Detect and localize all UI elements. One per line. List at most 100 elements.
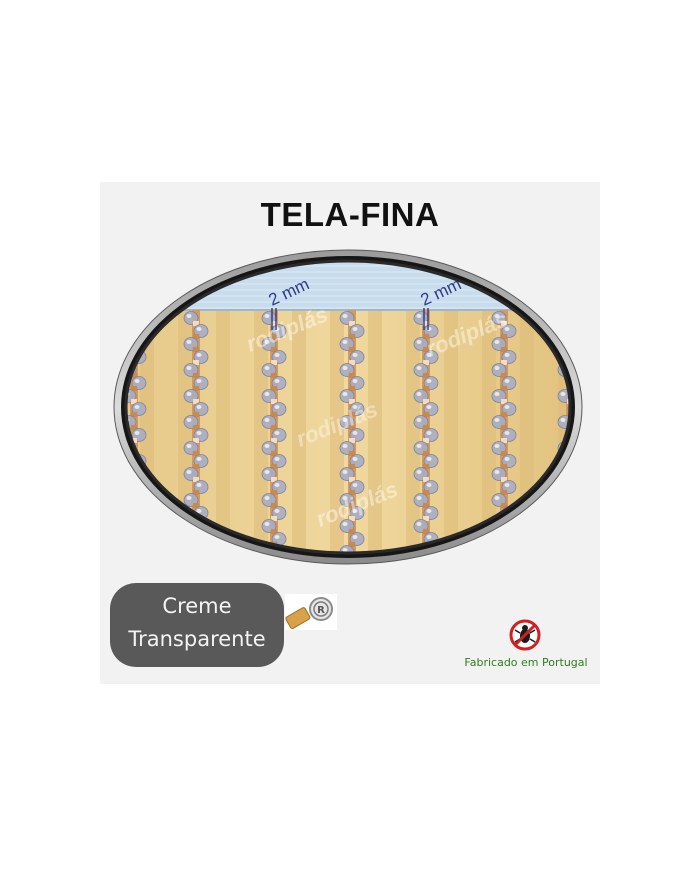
strand-chip xyxy=(349,477,355,482)
page-title: TELA-FINA xyxy=(260,196,440,233)
bead-highlight xyxy=(494,392,500,396)
strand-chip xyxy=(131,477,137,482)
curtain-band xyxy=(406,261,420,553)
bead-highlight xyxy=(264,366,270,370)
strand-chip xyxy=(349,490,355,495)
bead xyxy=(126,545,137,553)
bead-strand xyxy=(261,310,287,553)
measure-marker-left xyxy=(271,308,277,330)
strand-chip xyxy=(349,347,355,352)
strand-chip xyxy=(131,568,137,573)
strand-chip xyxy=(423,438,429,443)
bead-highlight xyxy=(134,405,140,409)
strand-chip xyxy=(423,490,429,495)
strand-chip xyxy=(423,503,429,508)
strand-chip xyxy=(193,321,199,326)
bead-highlight xyxy=(264,444,270,448)
bead-highlight xyxy=(135,561,140,565)
strand-chip xyxy=(567,516,570,521)
bead-highlight xyxy=(352,327,358,331)
bead-highlight xyxy=(126,522,130,526)
strand-chip xyxy=(193,555,199,560)
strand-chip xyxy=(131,321,137,326)
curtain-band xyxy=(254,261,268,553)
bead-highlight xyxy=(560,496,566,500)
strand-chip xyxy=(193,503,199,508)
bead xyxy=(557,519,570,533)
bead-highlight xyxy=(426,353,432,357)
strand-chip xyxy=(271,425,277,430)
bead-highlight xyxy=(416,392,422,396)
bead-highlight xyxy=(342,418,348,422)
bead-highlight xyxy=(342,444,348,448)
strand-chip xyxy=(131,503,137,508)
bead-highlight xyxy=(426,431,432,435)
bead-highlight xyxy=(416,522,422,526)
bead-highlight xyxy=(264,418,270,422)
strand-chip xyxy=(567,568,573,573)
bead-highlight xyxy=(494,470,500,474)
no-insects-icon xyxy=(509,619,541,651)
strand-chip xyxy=(501,386,507,391)
bead-strand xyxy=(339,310,365,573)
strand-chip xyxy=(349,438,355,443)
bead xyxy=(567,532,570,546)
strand-chip xyxy=(131,386,137,391)
strand-chip xyxy=(193,386,199,391)
bead-highlight xyxy=(196,483,202,487)
bead-highlight xyxy=(504,353,510,357)
bead-highlight xyxy=(342,470,348,474)
strand-chip xyxy=(349,568,355,573)
strand-chip xyxy=(501,477,507,482)
bead-highlight xyxy=(186,366,192,370)
strand-chip xyxy=(193,568,199,573)
strand-chip xyxy=(271,399,277,404)
strand-chip xyxy=(567,503,570,508)
bead-highlight xyxy=(352,405,358,409)
bead-highlight xyxy=(504,327,510,331)
strand-chip xyxy=(193,347,199,352)
strand-chip xyxy=(193,529,199,534)
bead-highlight xyxy=(186,470,192,474)
bead-highlight xyxy=(186,340,192,344)
bead-highlight xyxy=(505,561,510,565)
bead-highlight xyxy=(134,535,140,539)
bead-highlight xyxy=(274,405,280,409)
strand-chip xyxy=(271,490,277,495)
bead-highlight xyxy=(426,405,432,409)
strand-chip xyxy=(131,334,137,339)
strand-chip xyxy=(567,490,570,495)
bead-highlight xyxy=(342,366,348,370)
bead-highlight xyxy=(196,457,202,461)
bead xyxy=(557,493,570,507)
strand-chip xyxy=(501,451,507,456)
bead-highlight xyxy=(196,405,202,409)
bead-highlight xyxy=(494,366,500,370)
bead xyxy=(194,559,208,572)
color-label-line1: Creme xyxy=(162,594,232,618)
strand-chip xyxy=(423,334,429,339)
strand-chip xyxy=(423,347,429,352)
strand-chip xyxy=(423,321,429,326)
curtain-band xyxy=(292,261,306,553)
bead xyxy=(557,311,570,325)
bead-highlight xyxy=(426,327,432,331)
strand-chip xyxy=(271,386,277,391)
bead-highlight xyxy=(126,496,130,500)
bead-highlight xyxy=(274,483,280,487)
bead xyxy=(501,532,517,546)
strand-chip xyxy=(271,360,277,365)
color-label: Creme Transparente xyxy=(110,583,284,667)
strand-chip xyxy=(131,516,137,521)
strand-chip xyxy=(349,321,355,326)
strand-chip xyxy=(501,412,507,417)
bead-highlight xyxy=(196,509,202,513)
strand-chip xyxy=(423,373,429,378)
bead xyxy=(567,324,570,338)
strand-chip xyxy=(131,438,137,443)
strand-chip xyxy=(271,477,277,482)
strand-chip xyxy=(567,529,570,534)
bead-highlight xyxy=(264,392,270,396)
curtain-band xyxy=(368,261,382,553)
curtain-bands xyxy=(140,261,570,553)
